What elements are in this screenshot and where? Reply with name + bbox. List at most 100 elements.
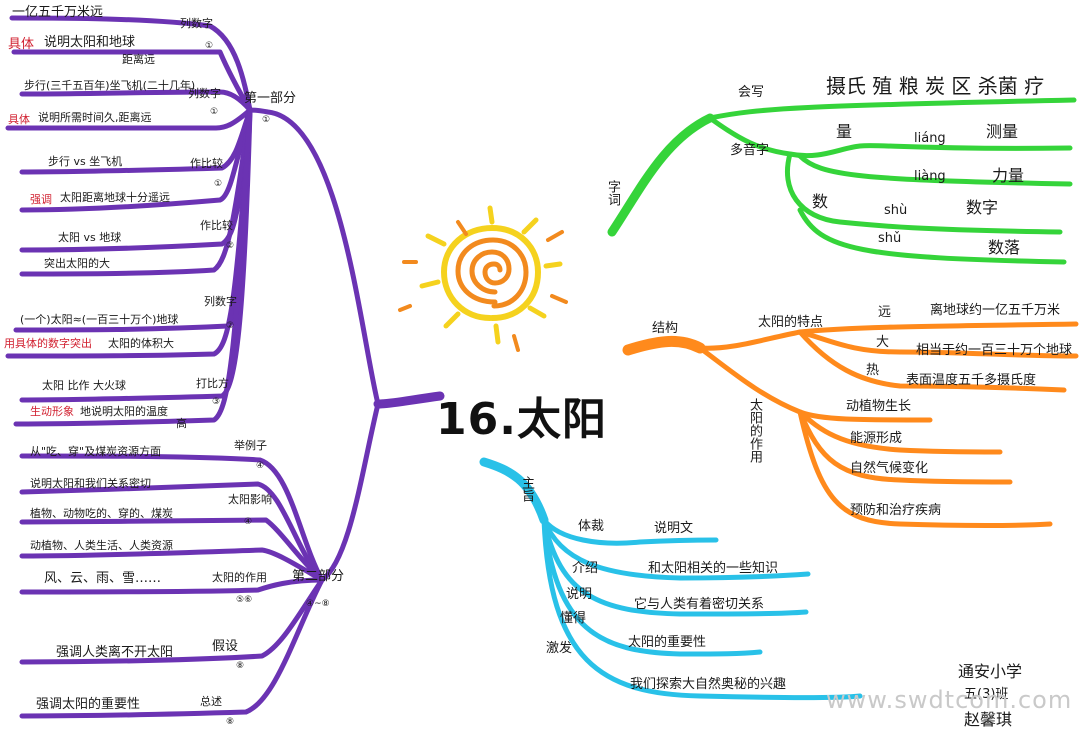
part1-label: 第一部分 xyxy=(244,91,297,106)
purple-branch xyxy=(5,15,445,719)
author-name: 赵馨琪 xyxy=(964,710,1013,729)
list-item: 太阳 比作 大火球 xyxy=(42,379,126,392)
list-item: 一亿五千万米远 xyxy=(12,5,104,20)
tag-label: 打比方 xyxy=(196,377,229,390)
list-item: 植物、动物吃的、穿的、煤炭 xyxy=(30,507,173,520)
num-label: ① xyxy=(214,179,223,189)
orange-root-label: 结构 xyxy=(652,321,679,336)
use-item: 预防和治疗疾病 xyxy=(850,503,942,518)
poly-char: 数 xyxy=(812,192,829,211)
prefix-label: 生动形象 xyxy=(30,405,74,418)
pinyin-label: shù xyxy=(884,203,908,218)
list-item: (一个)太阳≈(一百三十万个)地球 xyxy=(20,313,179,326)
tag-label: 列数字 xyxy=(204,295,237,308)
list-item: 太阳 vs 地球 xyxy=(58,231,122,244)
feature-text: 相当于约一百三十万个地球 xyxy=(916,343,1073,358)
tag-label: 列数字 xyxy=(188,87,221,100)
prefix-label: 具体 xyxy=(8,37,35,52)
purpose-key: 体裁 xyxy=(578,519,605,534)
tag-label: 总述 xyxy=(200,695,222,708)
blue-branch xyxy=(479,457,863,700)
list-item: 地说明太阳的温度 xyxy=(80,405,168,418)
num-label: ① xyxy=(210,107,219,117)
word-label: 数字 xyxy=(966,198,999,217)
tag-label: 列数字 xyxy=(180,17,213,30)
part2-num: ④~⑧ xyxy=(306,599,330,609)
orange-branch xyxy=(622,321,1079,528)
extra-label: 距离远 xyxy=(122,53,155,66)
prefix-label: 强调 xyxy=(30,193,52,206)
prefix-label: 用具体的数字突出 xyxy=(4,337,92,350)
extra-label: 高 xyxy=(176,417,187,430)
list-item: 步行 vs 坐飞机 xyxy=(48,155,123,168)
tag-label: 作比较 xyxy=(200,219,233,232)
pinyin-label: liàng xyxy=(914,169,946,184)
list-item: 强调人类离不开太阳 xyxy=(56,645,174,660)
list-item: 太阳的体积大 xyxy=(108,337,174,350)
write-words: 摄氏 殖 粮 炭 区 杀菌 疗 xyxy=(826,74,1045,98)
use-item: 自然气候变化 xyxy=(850,461,929,476)
poly-label: 多音字 xyxy=(730,143,770,158)
author-class: 五(3)班 xyxy=(964,687,1009,702)
word-label: 测量 xyxy=(986,122,1019,141)
watermark: www.swdtcom.com xyxy=(826,686,1073,714)
green-branch xyxy=(607,97,1077,265)
num-label: ⑧ xyxy=(236,661,245,671)
purpose-key: 激发 xyxy=(546,641,573,656)
part2-label: 第二部分 xyxy=(292,569,345,584)
word-label: 力量 xyxy=(992,166,1025,185)
list-item: 说明太阳和我们关系密切 xyxy=(30,477,151,490)
part1-num: ① xyxy=(262,115,271,125)
list-item: 说明太阳和地球 xyxy=(44,35,136,50)
list-item: 动植物、人类生活、人类资源 xyxy=(30,539,173,552)
tag-label: 太阳影响 xyxy=(228,493,272,506)
list-item: 太阳距离地球十分遥远 xyxy=(60,191,170,204)
pinyin-label: liáng xyxy=(914,131,946,146)
features-label: 太阳的特点 xyxy=(758,315,824,330)
purpose-text: 我们探索大自然奥秘的兴趣 xyxy=(630,677,787,692)
purpose-key: 介绍 xyxy=(572,561,599,576)
num-label: ① xyxy=(205,41,214,51)
list-item: 强调太阳的重要性 xyxy=(36,697,141,712)
num-label: ② xyxy=(226,321,235,331)
page-title: 16.太阳 xyxy=(436,394,607,445)
num-label: ⑤⑥ xyxy=(236,595,253,605)
tag-label: 假设 xyxy=(212,639,239,654)
num-label: ④ xyxy=(256,461,265,471)
purpose-key: 懂得 xyxy=(560,611,587,626)
green-root-label: 字词 xyxy=(605,180,620,206)
list-item: 说明所需时间久,距离远 xyxy=(38,111,152,124)
purpose-text: 它与人类有着密切关系 xyxy=(634,597,765,612)
tag-label: 举例子 xyxy=(234,439,267,452)
purpose-text: 太阳的重要性 xyxy=(628,635,707,650)
author-school: 通安小学 xyxy=(958,662,1023,681)
feature-text: 离地球约一亿五千万米 xyxy=(930,303,1061,318)
feature-text: 表面温度五千多摄氏度 xyxy=(906,373,1037,388)
list-item: 从"吃、穿"及煤炭资源方面 xyxy=(30,445,162,458)
list-item: 风、云、雨、雪…… xyxy=(44,571,162,586)
poly-char: 量 xyxy=(836,122,853,141)
num-label: ③ xyxy=(212,397,221,407)
num-label: ② xyxy=(226,241,235,251)
list-item: 步行(三千五百年)坐飞机(二十几年) xyxy=(24,79,196,92)
feature-key: 远 xyxy=(878,305,892,320)
feature-key: 大 xyxy=(876,335,890,350)
blue-root-label: 主旨 xyxy=(519,476,534,502)
purpose-text: 和太阳相关的一些知识 xyxy=(648,561,779,576)
num-label: ④ xyxy=(244,517,253,527)
sun-icon xyxy=(398,205,568,352)
num-label: ⑧ xyxy=(226,717,235,727)
write-label: 会写 xyxy=(738,85,765,100)
word-label: 数落 xyxy=(988,238,1021,257)
purpose-key: 说明 xyxy=(566,587,593,602)
tag-label: 作比较 xyxy=(190,157,223,170)
prefix-label: 具体 xyxy=(8,113,30,126)
use-item: 动植物生长 xyxy=(846,399,912,414)
list-item: 突出太阳的大 xyxy=(44,257,110,270)
uses-label: 太阳的作用 xyxy=(747,398,762,463)
purpose-text: 说明文 xyxy=(654,521,694,536)
tag-label: 太阳的作用 xyxy=(212,571,267,584)
feature-key: 热 xyxy=(866,363,880,378)
